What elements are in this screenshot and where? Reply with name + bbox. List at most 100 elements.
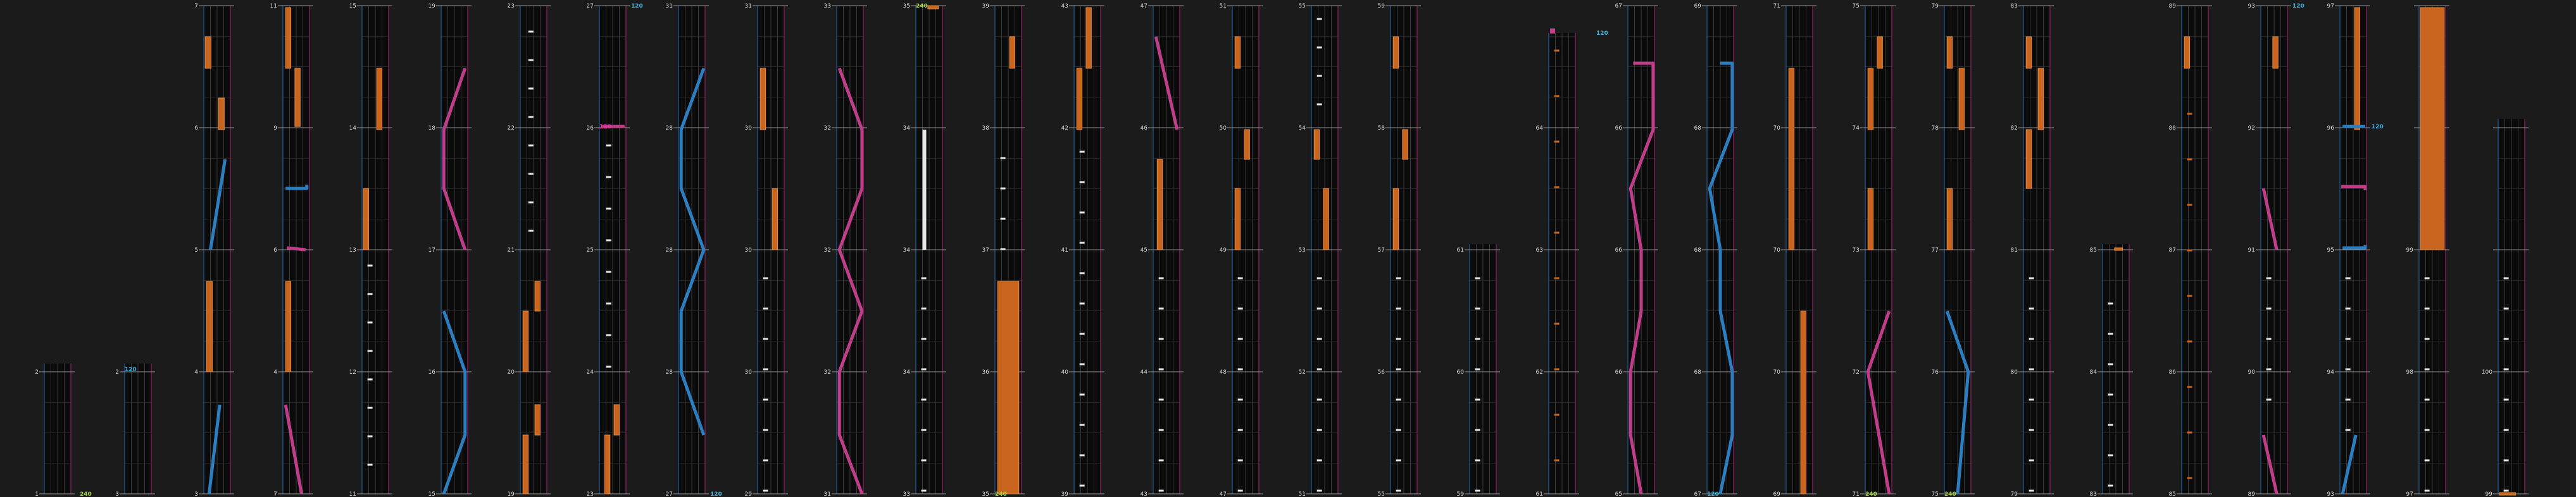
- tap-note[interactable]: [528, 201, 534, 204]
- tap-note[interactable]: [1396, 307, 1401, 310]
- slide-note[interactable]: [2261, 434, 2279, 494]
- tap-note[interactable]: [528, 30, 534, 33]
- tap-note[interactable]: [1316, 277, 1322, 279]
- tap-note[interactable]: [2029, 277, 2034, 279]
- tap-note[interactable]: [763, 338, 768, 340]
- tap-note[interactable]: [1396, 277, 1401, 279]
- tap-note[interactable]: [1554, 49, 1560, 52]
- tap-note[interactable]: [606, 365, 611, 368]
- tap-note[interactable]: [2187, 340, 2192, 343]
- tap-note[interactable]: [1158, 307, 1164, 310]
- hold-note[interactable]: [1867, 188, 1874, 250]
- hold-note[interactable]: [2114, 247, 2123, 251]
- slide-note[interactable]: [2341, 434, 2358, 494]
- tap-note[interactable]: [367, 378, 373, 381]
- hold-note[interactable]: [997, 281, 1020, 494]
- hold-note[interactable]: [376, 68, 382, 130]
- hold-note[interactable]: [2354, 7, 2361, 130]
- tap-note[interactable]: [606, 334, 611, 336]
- tap-note[interactable]: [1158, 338, 1164, 340]
- tap-note[interactable]: [2503, 459, 2509, 462]
- lane-column-3[interactable]: [199, 5, 234, 494]
- tap-note[interactable]: [1475, 429, 1480, 431]
- tap-note[interactable]: [367, 350, 373, 352]
- hold-note[interactable]: [2420, 7, 2445, 250]
- tap-note[interactable]: [1554, 231, 1560, 234]
- tap-note[interactable]: [1554, 414, 1560, 416]
- tap-note[interactable]: [1475, 459, 1480, 462]
- tap-note[interactable]: [2424, 307, 2430, 310]
- tap-note[interactable]: [2503, 307, 2509, 310]
- hold-note[interactable]: [772, 188, 778, 250]
- tap-note[interactable]: [2345, 368, 2351, 371]
- tap-note[interactable]: [528, 116, 534, 118]
- tap-note[interactable]: [1475, 368, 1480, 371]
- tap-note[interactable]: [2029, 307, 2034, 310]
- hold-note[interactable]: [534, 404, 541, 436]
- tap-note[interactable]: [606, 239, 611, 242]
- tap-note[interactable]: [1000, 248, 1006, 250]
- tap-note[interactable]: [1316, 398, 1322, 401]
- tap-note[interactable]: [1316, 18, 1322, 20]
- tap-note[interactable]: [2187, 386, 2192, 388]
- slide-note[interactable]: [285, 185, 309, 190]
- tap-note[interactable]: [2029, 368, 2034, 371]
- hold-note[interactable]: [206, 281, 213, 372]
- hold-note[interactable]: [522, 434, 529, 494]
- tap-note[interactable]: [367, 264, 373, 267]
- tap-note[interactable]: [2266, 368, 2272, 371]
- tap-note[interactable]: [1316, 75, 1322, 77]
- lane-column-8[interactable]: [594, 5, 630, 494]
- tap-note[interactable]: [2108, 424, 2113, 426]
- lane-column-30[interactable]: [2335, 5, 2370, 494]
- tap-note[interactable]: [2187, 295, 2192, 297]
- lane-column-7[interactable]: [515, 5, 551, 494]
- tap-note[interactable]: [1396, 398, 1401, 401]
- hold-note[interactable]: [1402, 129, 1408, 160]
- tap-note[interactable]: [2029, 459, 2034, 462]
- tap-note[interactable]: [1079, 454, 1085, 457]
- tap-note[interactable]: [2187, 477, 2192, 479]
- tap-note[interactable]: [1079, 272, 1085, 274]
- tap-note[interactable]: [1554, 368, 1560, 371]
- tap-note[interactable]: [2029, 429, 2034, 431]
- lane-column-12[interactable]: [911, 5, 946, 494]
- tap-note[interactable]: [921, 459, 927, 462]
- tap-note[interactable]: [1237, 398, 1243, 401]
- tap-note[interactable]: [1079, 211, 1085, 214]
- lane-column-25[interactable]: [1939, 5, 1975, 494]
- slide-note[interactable]: [287, 246, 306, 252]
- tap-note[interactable]: [921, 307, 927, 310]
- lane-column-19[interactable]: [1465, 244, 1500, 494]
- tap-note[interactable]: [921, 277, 927, 279]
- hold-note[interactable]: [218, 97, 225, 130]
- lane-column-2[interactable]: [120, 364, 155, 494]
- tap-note[interactable]: [367, 463, 373, 466]
- tap-note[interactable]: [1396, 459, 1401, 462]
- tap-note[interactable]: [2266, 338, 2272, 340]
- lane-column-29[interactable]: [2256, 5, 2291, 494]
- tap-note[interactable]: [528, 230, 534, 232]
- tap-note[interactable]: [1079, 363, 1085, 365]
- hold-note[interactable]: [1009, 36, 1015, 69]
- hold-note[interactable]: [1946, 188, 1953, 250]
- tap-note[interactable]: [2503, 489, 2509, 492]
- tap-note[interactable]: [1237, 459, 1243, 462]
- slide-note[interactable]: [2342, 245, 2367, 250]
- tap-note[interactable]: [2503, 398, 2509, 401]
- slide-note[interactable]: [2261, 188, 2279, 250]
- tap-note[interactable]: [606, 207, 611, 210]
- tap-note[interactable]: [1316, 46, 1322, 49]
- tap-note[interactable]: [2345, 307, 2351, 310]
- tap-note[interactable]: [1158, 489, 1164, 492]
- tap-note[interactable]: [2108, 333, 2113, 335]
- hold-note[interactable]: [1323, 188, 1329, 250]
- tap-note[interactable]: [1079, 242, 1085, 244]
- tap-note[interactable]: [1475, 398, 1480, 401]
- hold-note[interactable]: [1867, 68, 1874, 130]
- tap-note[interactable]: [1079, 181, 1085, 183]
- tap-note[interactable]: [1158, 429, 1164, 431]
- tap-note[interactable]: [1475, 338, 1480, 340]
- tap-note[interactable]: [606, 176, 611, 178]
- tap-note[interactable]: [763, 459, 768, 462]
